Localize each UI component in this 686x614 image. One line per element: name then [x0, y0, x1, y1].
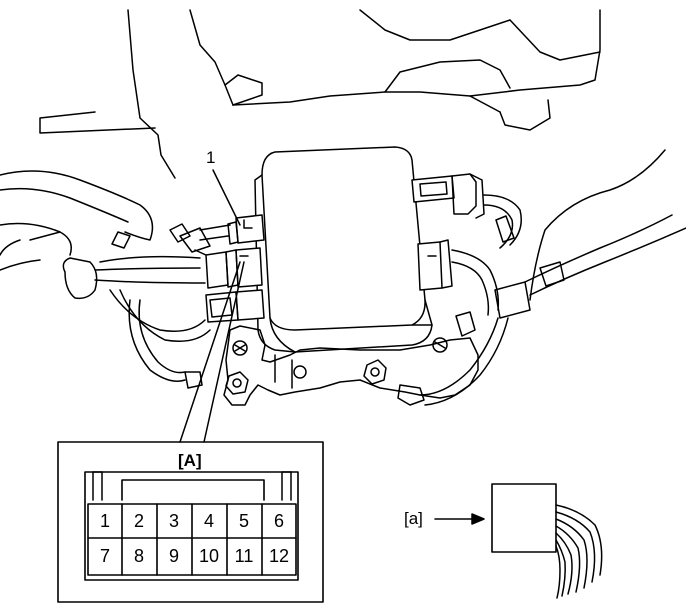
pin-label: 6 [273, 511, 284, 531]
pin-label: 8 [133, 546, 144, 566]
pin-label: 10 [198, 546, 220, 566]
right-harness-area [184, 149, 686, 406]
callout-1-leader [212, 169, 241, 226]
mounting-bracket [223, 311, 479, 406]
control-module-box [254, 146, 433, 353]
view-a-label: [a] [404, 509, 423, 528]
pin-label: 1 [99, 511, 110, 531]
connector-a-label: [A] [178, 451, 202, 470]
connector-detail-inset [57, 441, 324, 603]
vehicle-body-outline [39, 9, 601, 179]
pin-label: 5 [238, 511, 249, 531]
pin-label: 4 [203, 511, 214, 531]
box-connectors-right [411, 173, 485, 291]
pin-label: 12 [268, 546, 290, 566]
connector-side-view [491, 483, 603, 599]
pin-label: 3 [168, 511, 179, 531]
pin-label: 9 [168, 546, 179, 566]
connector-A-leaders [179, 261, 245, 443]
pin-label: 2 [133, 511, 144, 531]
box-connectors-left [179, 214, 265, 323]
left-harness-area [0, 170, 211, 382]
pin-label: 7 [99, 546, 110, 566]
view-arrow [434, 513, 485, 525]
pin-label: 11 [234, 546, 254, 566]
callout-number-1: 1 [206, 148, 216, 167]
